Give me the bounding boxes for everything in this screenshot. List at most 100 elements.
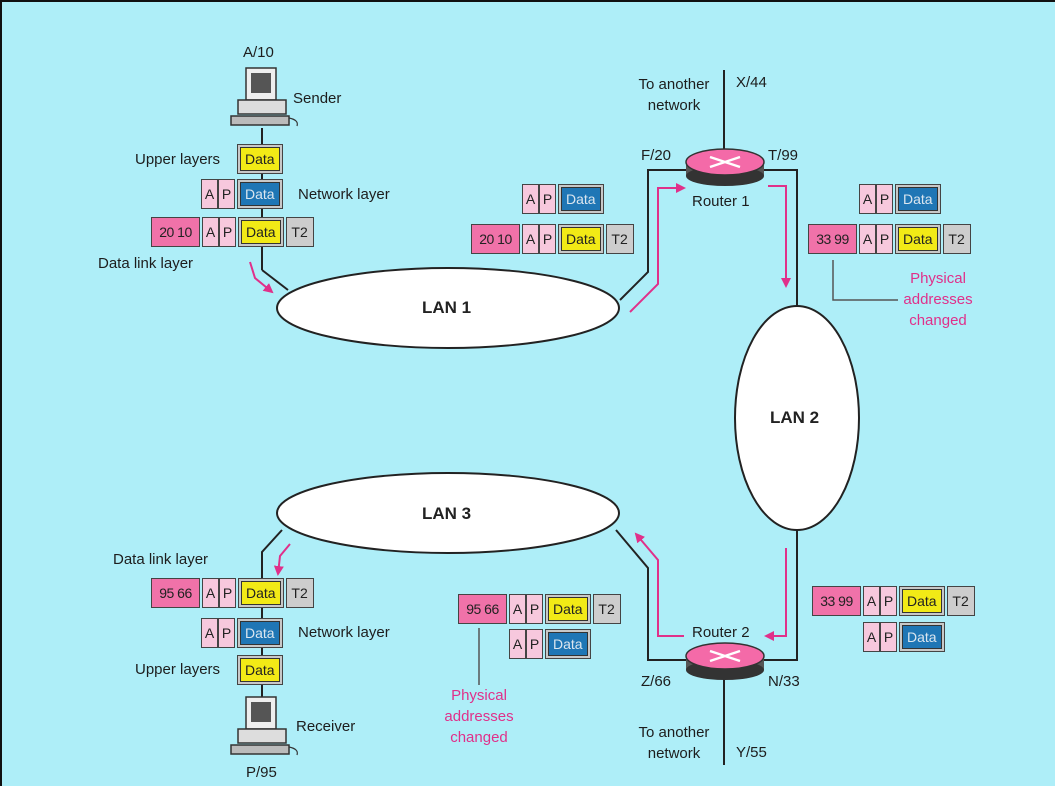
router1-label: Router 1 [692, 193, 750, 210]
ip-source-box: A [201, 618, 218, 648]
data-block: Data [899, 586, 945, 616]
lan2-frame-bottom: 33 99 A P Data T2 [812, 586, 977, 616]
ip-source-box: A [863, 622, 880, 652]
receiver-network-layer-label: Network layer [298, 624, 390, 641]
mac-header-box: 20 10 [471, 224, 520, 254]
receiver-label: Receiver [296, 718, 356, 735]
data-block: Data [237, 655, 283, 685]
ip-source-box: A [509, 594, 526, 624]
receiver-upper-packet: Data [237, 655, 285, 685]
ip-dest-box: P [526, 594, 543, 624]
ip-dest-box: P [526, 629, 543, 659]
sender-computer-icon [230, 67, 298, 127]
sender-network-layer-label: Network layer [298, 186, 390, 203]
sender-network-packet: A P Data [201, 179, 285, 209]
data-block: Data [238, 578, 284, 608]
data-block: Data [899, 622, 945, 652]
router2-lan3-link [615, 529, 686, 661]
receiver-upper-layers-label: Upper layers [135, 661, 221, 678]
trailer-box: T2 [946, 586, 975, 616]
data-block: Data [895, 184, 941, 214]
ip-dest-box: P [218, 179, 235, 209]
receiver-frame: 95 66 A P Data T2 [151, 578, 316, 608]
flow-arrow-sender-lan1 [249, 261, 274, 294]
trailer-box: T2 [942, 224, 971, 254]
lan1-router1-link [619, 169, 690, 301]
lan2-router2-link [764, 530, 798, 661]
ip-dest-box: P [876, 184, 893, 214]
trailer-box: T2 [285, 217, 314, 247]
lan1-label: LAN 1 [422, 298, 472, 317]
lan1-ellipse [276, 267, 620, 349]
flow-arrow-router2-lan3 [634, 532, 684, 637]
sender-address: A/10 [243, 44, 274, 61]
ip-source-box: A [202, 578, 219, 608]
lan1-frame: 20 10 A P Data T2 [471, 224, 636, 254]
ip-source-box: A [859, 184, 876, 214]
router1-lan2-link [762, 169, 798, 306]
router2-icon [685, 642, 765, 680]
ip-source-box: A [863, 586, 880, 616]
mac-header-box: 33 99 [812, 586, 861, 616]
flow-arrow-lan2-router2 [764, 548, 787, 641]
lan3-label: LAN 3 [422, 504, 472, 523]
lan2-network-packet-top: A P Data [859, 184, 943, 214]
sender-upper-packet: Data [237, 144, 285, 174]
lan2-frame-top: 33 99 A P Data T2 [808, 224, 973, 254]
ip-dest-box: P [218, 618, 235, 648]
ip-dest-box: P [880, 622, 897, 652]
mac-header-box: 20 10 [151, 217, 200, 247]
router2-right-port: N/33 [768, 673, 800, 690]
data-block: Data [238, 217, 284, 247]
data-block: Data [545, 594, 591, 624]
sender-label: Sender [293, 90, 342, 107]
ip-dest-box: P [219, 578, 236, 608]
router2-label: Router 2 [692, 624, 750, 641]
sender-frame: 20 10 A P Data T2 [151, 217, 316, 247]
router1-other-network: To another network [638, 76, 710, 114]
lan1-network-packet: A P Data [522, 184, 606, 214]
note-line-lan2 [832, 260, 898, 301]
receiver-datalink-layer-label: Data link layer [113, 551, 209, 568]
flow-arrow-lan1-router1 [629, 183, 686, 313]
sender-datalink-layer-label: Data link layer [98, 255, 194, 272]
data-block: Data [237, 179, 283, 209]
ip-dest-box: P [219, 217, 236, 247]
sender-upper-layers-label: Upper layers [135, 151, 221, 168]
router1-top-address: X/44 [736, 74, 767, 91]
receiver-network-packet: A P Data [201, 618, 285, 648]
lan2-physical-changed-note: Physical addresses changed [903, 270, 973, 329]
data-block: Data [895, 224, 941, 254]
lan3-physical-changed-note: Physical addresses changed [444, 687, 514, 746]
lan3-network-packet-middle: A P Data [509, 629, 593, 659]
lan2-network-packet-bottom: A P Data [863, 622, 947, 652]
router2-bottom-address: Y/55 [736, 744, 767, 761]
data-block: Data [237, 144, 283, 174]
ip-source-box: A [522, 184, 539, 214]
lan3-receiver-link [261, 529, 283, 700]
router1-left-port: F/20 [641, 147, 672, 164]
data-block: Data [545, 629, 591, 659]
lan2-label: LAN 2 [770, 408, 820, 427]
flow-arrow-router1-lan2 [768, 185, 791, 288]
router1-icon [685, 148, 765, 186]
receiver-address: P/95 [246, 764, 277, 781]
ip-dest-box: P [539, 184, 556, 214]
ip-source-box: A [509, 629, 526, 659]
ip-source-box: A [201, 179, 218, 209]
router2-left-port: Z/66 [641, 673, 672, 690]
mac-header-box: 33 99 [808, 224, 857, 254]
trailer-box: T2 [605, 224, 634, 254]
trailer-box: T2 [592, 594, 621, 624]
ip-dest-box: P [539, 224, 556, 254]
mac-header-box: 95 66 [458, 594, 507, 624]
sender-lan1-link [261, 269, 289, 291]
ip-source-box: A [202, 217, 219, 247]
lan3-ellipse [276, 472, 620, 554]
ip-dest-box: P [880, 586, 897, 616]
lan3-frame-middle: 95 66 A P Data T2 [458, 594, 623, 624]
ip-dest-box: P [876, 224, 893, 254]
trailer-box: T2 [285, 578, 314, 608]
flow-arrow-lan3-receiver [273, 543, 291, 576]
mac-header-box: 95 66 [151, 578, 200, 608]
